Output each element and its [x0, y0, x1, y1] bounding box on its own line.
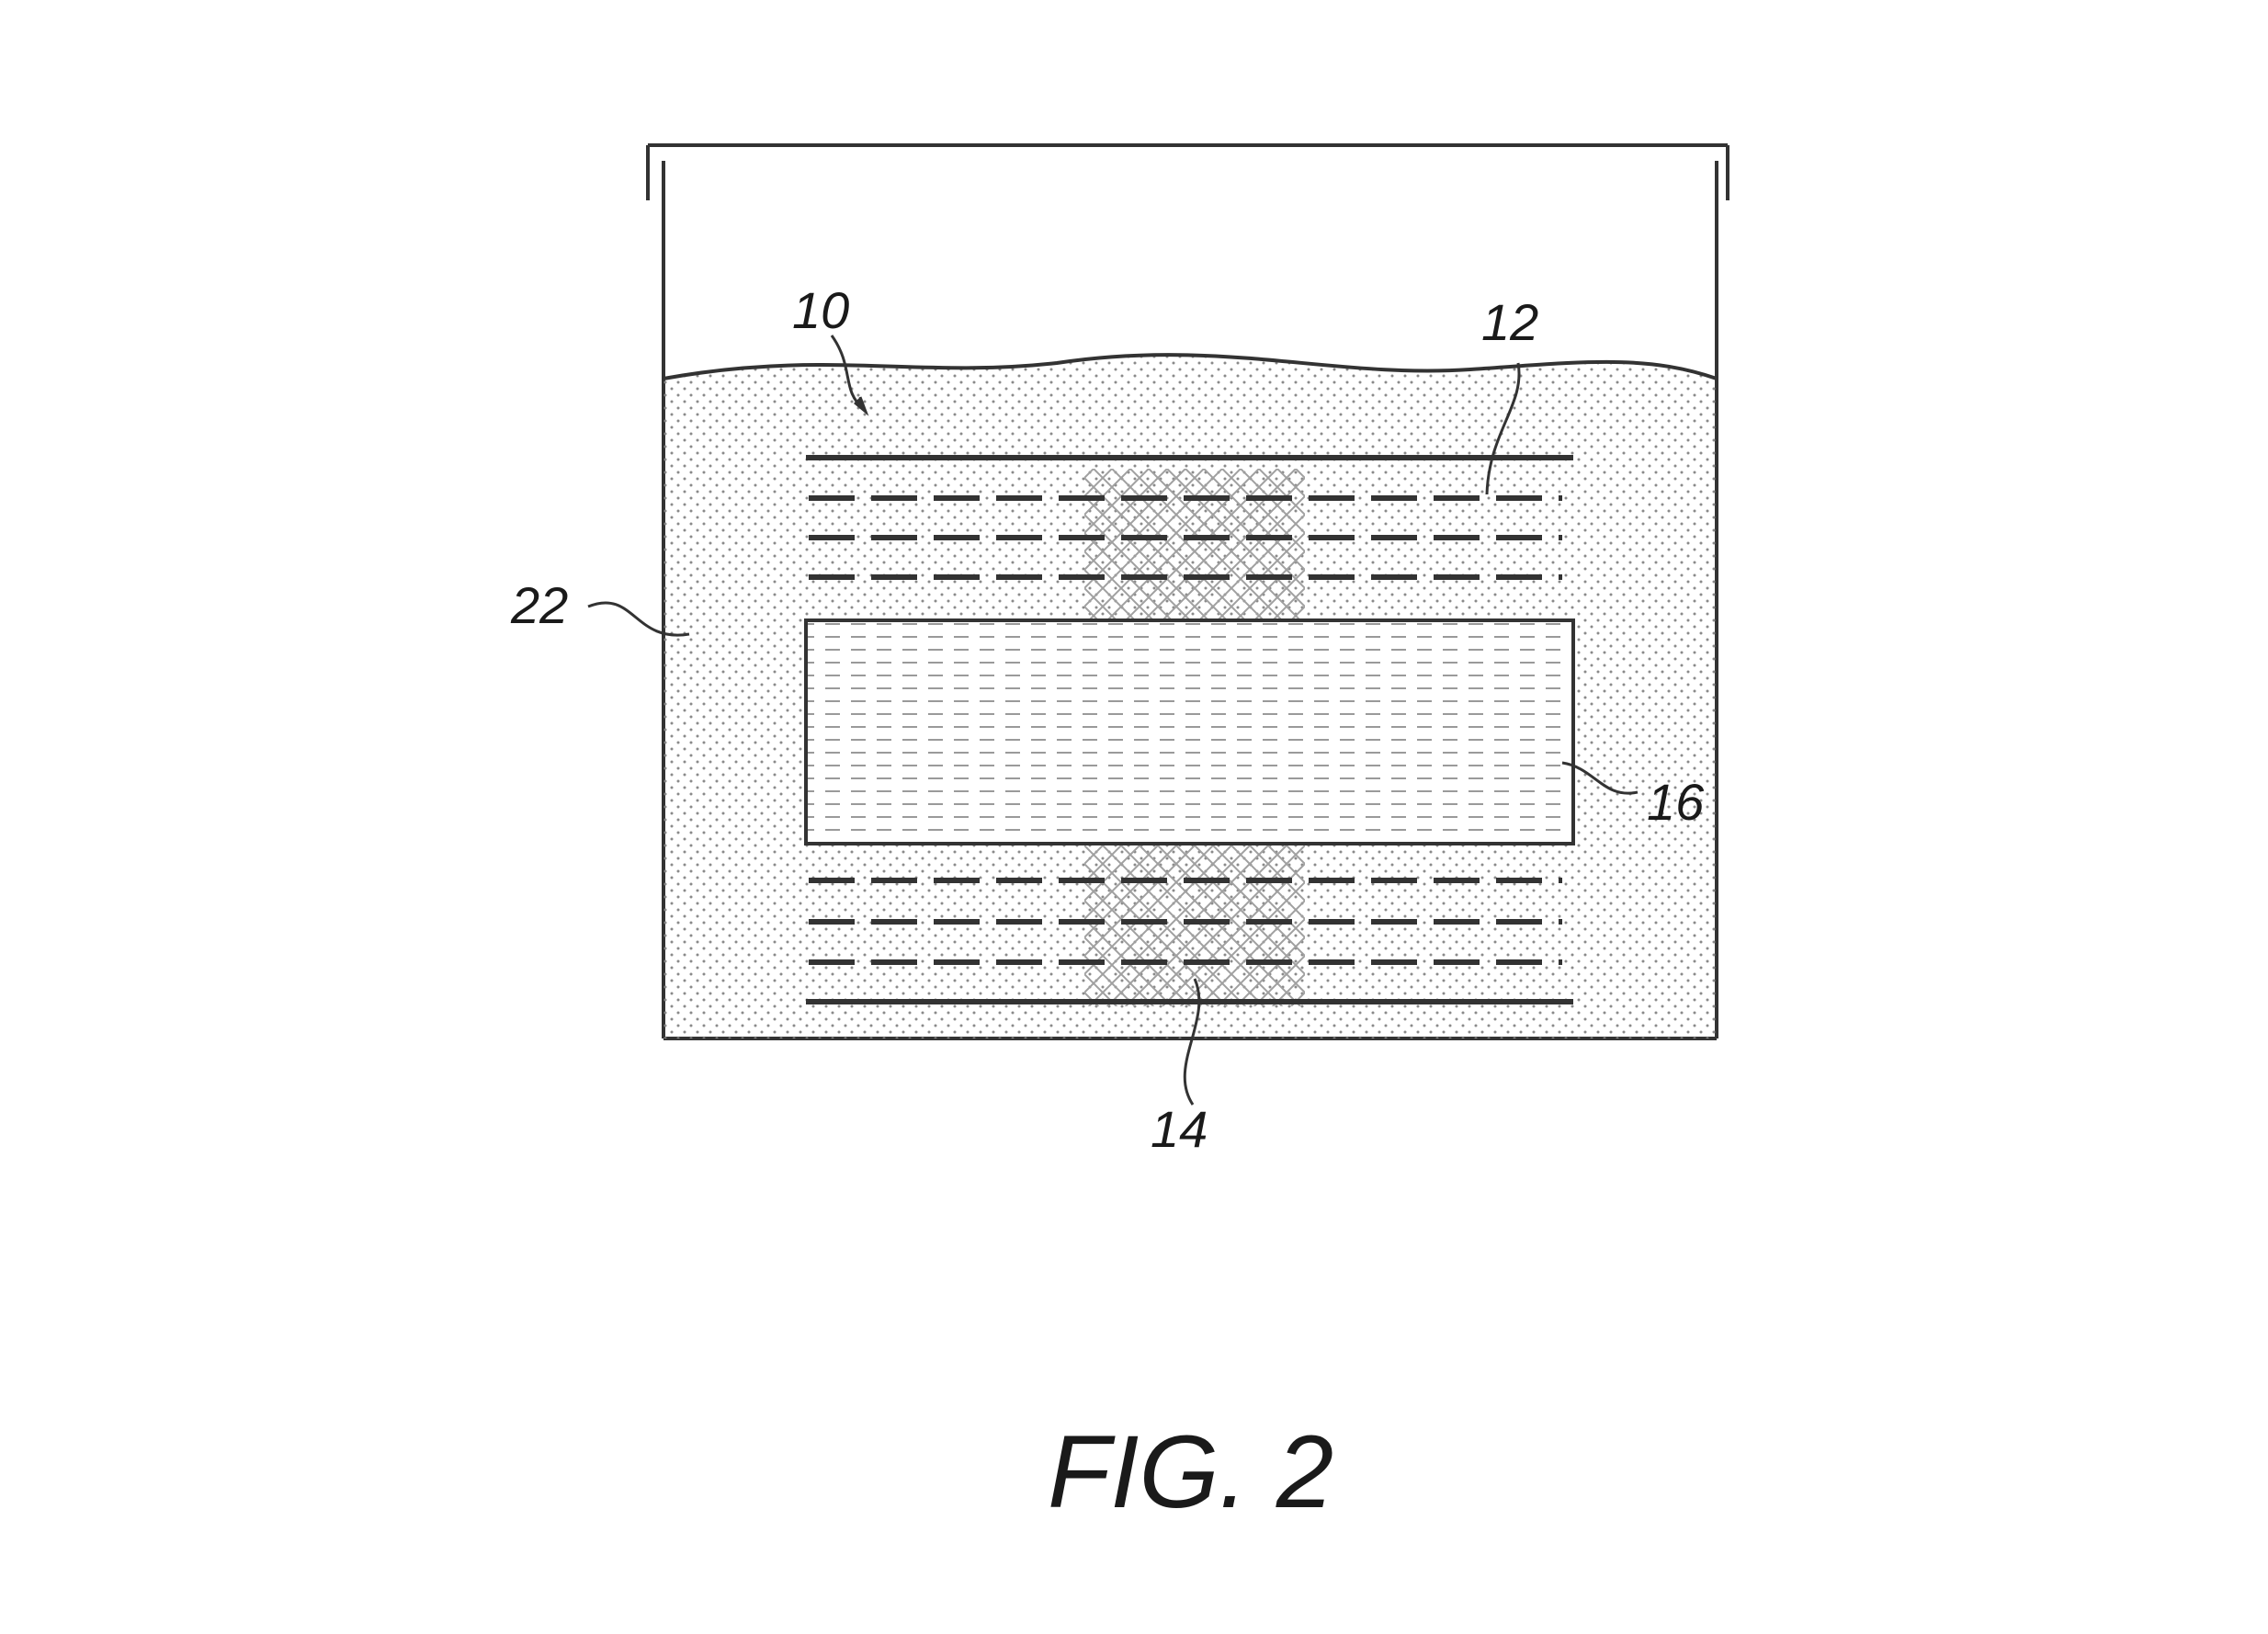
leader-22 — [587, 601, 690, 637]
leader-lines — [587, 335, 1639, 1106]
leader-14 — [1183, 978, 1201, 1106]
label-16: 16 — [1647, 773, 1705, 831]
leader-16 — [1561, 761, 1639, 795]
figure-caption: FIG. 2 — [1048, 1414, 1333, 1529]
liquid-surface — [663, 353, 1718, 380]
label-12: 12 — [1481, 293, 1538, 351]
leader-12 — [1485, 362, 1521, 495]
label-14: 14 — [1151, 1100, 1208, 1158]
top-layers — [806, 455, 1573, 625]
core-layer — [804, 618, 1575, 845]
label-22: 22 — [510, 576, 568, 634]
label-10: 10 — [792, 281, 849, 339]
arrowhead-10 — [854, 396, 869, 416]
